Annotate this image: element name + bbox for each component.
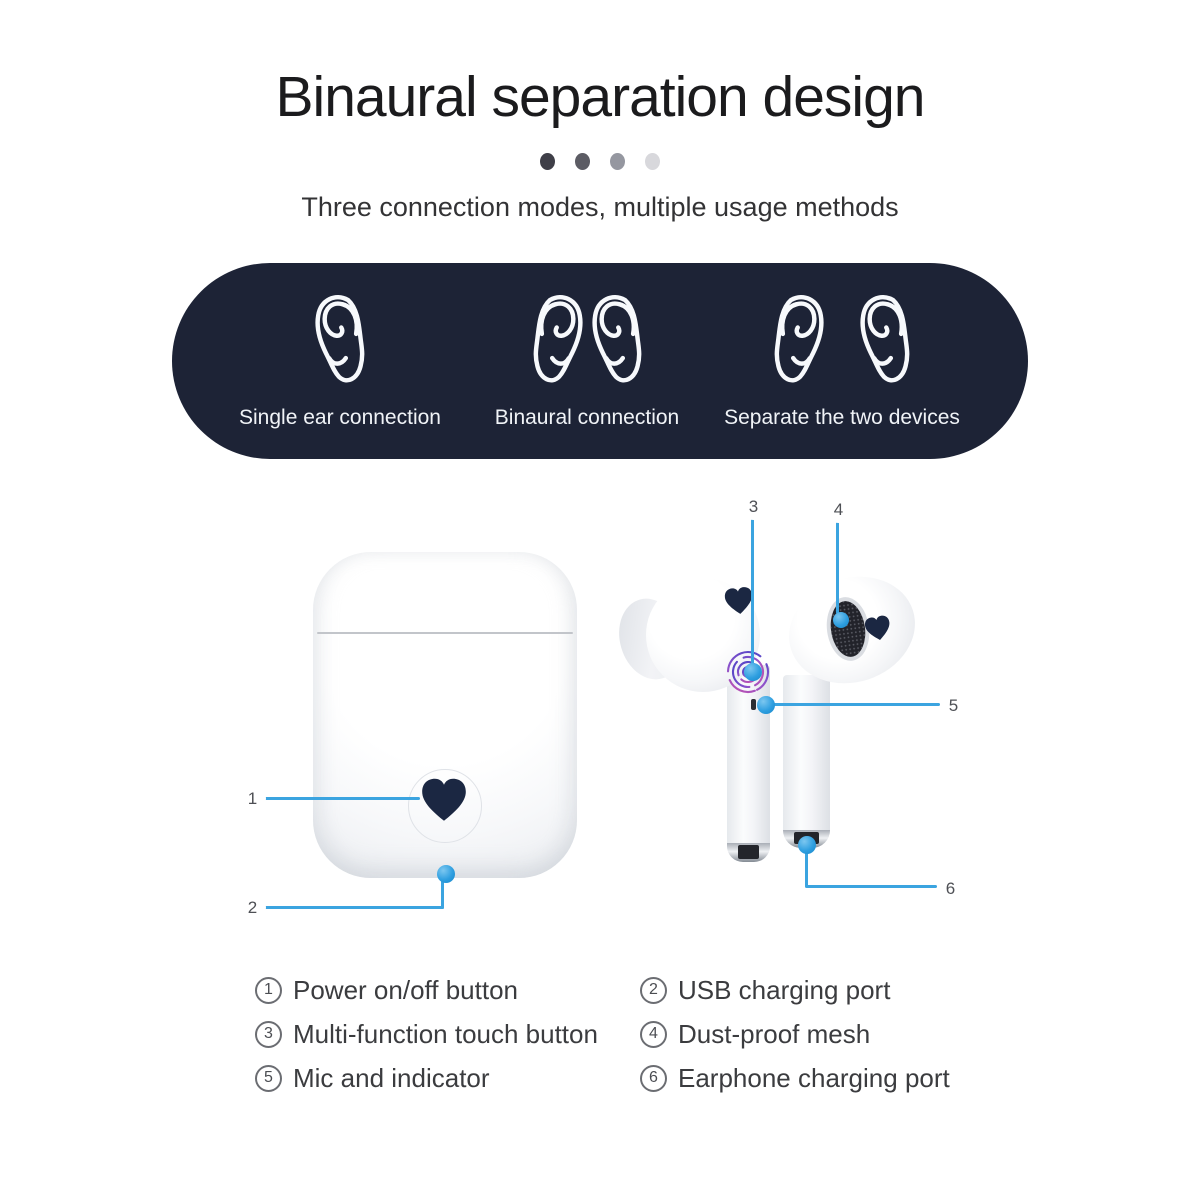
legend-label: Power on/off button xyxy=(293,974,519,1005)
pagination-dot xyxy=(575,153,590,170)
callout-line-4 xyxy=(836,522,839,614)
heart-logo-icon xyxy=(416,776,472,824)
mode-label: Single ear connection xyxy=(239,406,441,429)
pagination-dot xyxy=(540,153,555,170)
case-lid-seam xyxy=(317,632,573,634)
pagination-dot xyxy=(610,153,625,170)
power-button-ring xyxy=(408,769,482,843)
binaural-ears-icon xyxy=(529,293,646,401)
callout-3: 3 xyxy=(740,493,767,520)
legend-label: Mic and indicator xyxy=(293,1062,490,1093)
callout-line-6 xyxy=(805,851,808,888)
dust-proof-mesh xyxy=(826,597,870,661)
mode-separate: Separate the two devices xyxy=(714,263,970,459)
callout-4: 4 xyxy=(825,496,852,523)
usb-port-indicator-dot xyxy=(437,865,455,883)
legend-label: Multi-function touch button xyxy=(293,1018,598,1049)
mode-single-ear: Single ear connection xyxy=(234,263,446,459)
legend-number: 1 xyxy=(255,976,282,1004)
legend-item: 1 Power on/off button xyxy=(255,975,640,1006)
mode-binaural: Binaural connection xyxy=(480,263,694,459)
legend-label: Earphone charging port xyxy=(678,1062,950,1093)
callout-line-6 xyxy=(806,885,937,888)
legend-item: 5 Mic and indicator xyxy=(255,1063,640,1094)
earbud-left-charging-contact xyxy=(738,845,759,859)
legend-item: 6 Earphone charging port xyxy=(640,1063,975,1094)
charge-port-dot xyxy=(798,836,816,854)
pagination-dot xyxy=(645,153,660,170)
callout-line-2 xyxy=(441,879,444,909)
touch-point-dot xyxy=(744,663,762,681)
pagination-dots xyxy=(0,153,1200,170)
legend-item: 2 USB charging port xyxy=(640,975,975,1006)
earbud-right-stem xyxy=(783,675,830,848)
legend-number: 2 xyxy=(640,976,667,1004)
legend-number: 6 xyxy=(640,1064,667,1092)
callout-line-2 xyxy=(264,906,444,909)
product-diagram: 1 2 3 4 5 6 xyxy=(0,480,1200,960)
mode-label: Separate the two devices xyxy=(724,406,960,429)
callout-line-1 xyxy=(264,797,420,800)
mode-label: Binaural connection xyxy=(494,406,680,429)
callout-1: 1 xyxy=(239,785,266,812)
mic-point-dot xyxy=(757,696,775,714)
mic-slot xyxy=(751,699,756,710)
callout-6: 6 xyxy=(937,875,964,902)
single-ear-icon xyxy=(311,293,369,401)
callout-line-5 xyxy=(772,703,940,706)
page-subtitle: Three connection modes, multiple usage m… xyxy=(301,192,899,222)
legend-item: 3 Multi-function touch button xyxy=(255,1019,640,1050)
legend-item: 4 Dust-proof mesh xyxy=(640,1019,975,1050)
legend-number: 4 xyxy=(640,1020,667,1048)
connection-modes-banner: Single ear connection Binaural connectio… xyxy=(172,263,1028,459)
legend-number: 3 xyxy=(255,1020,282,1048)
callout-line-3 xyxy=(751,519,754,671)
page-title: Binaural separation design xyxy=(275,65,926,129)
callout-5: 5 xyxy=(940,692,967,719)
legend-label: Dust-proof mesh xyxy=(678,1018,871,1049)
feature-legend: 1 Power on/off button 2 USB charging por… xyxy=(255,968,975,1100)
mesh-point-dot xyxy=(833,612,849,628)
callout-2: 2 xyxy=(239,894,266,921)
separated-ears-icon xyxy=(770,293,914,401)
legend-number: 5 xyxy=(255,1064,282,1092)
legend-label: USB charging port xyxy=(678,974,891,1005)
